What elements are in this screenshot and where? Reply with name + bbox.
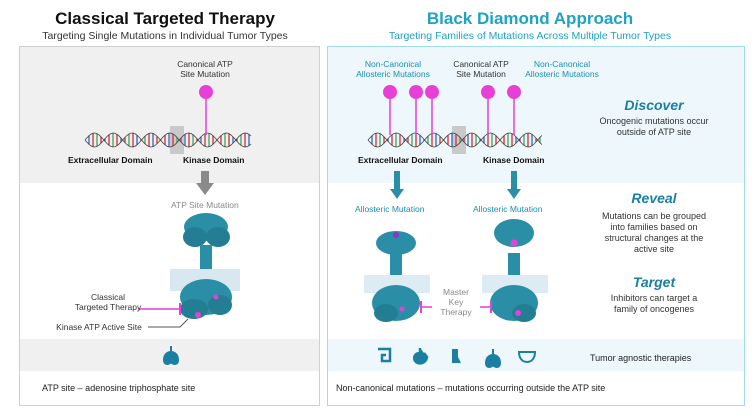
- protein-structure: [482, 219, 548, 322]
- organ-band: [328, 339, 744, 371]
- atp-mutation-marker: [199, 85, 213, 99]
- mutation-marker: [409, 85, 423, 99]
- black-diamond-panel: Non-Canonical Allosteric Mutations Canon…: [327, 46, 745, 406]
- master-key-label: Master Key Therapy: [432, 287, 480, 317]
- protein-structure: [170, 213, 240, 319]
- step-heading: Discover: [624, 97, 684, 113]
- kinase-domain-label: Kinase Domain: [483, 155, 545, 165]
- right-footnote: Non-canonical mutations – mutations occu…: [336, 383, 606, 393]
- arrow-down-icon: [507, 189, 521, 199]
- dna-strand-right: [367, 126, 543, 154]
- canonical-atp-label: Canonical ATP Site Mutation: [453, 59, 509, 79]
- dna-strand-left: [84, 126, 252, 154]
- tumor-agnostic-label: Tumor agnostic therapies: [590, 353, 692, 363]
- left-footnote: ATP site – adenosine triphosphate site: [42, 383, 196, 393]
- step-heading: Target: [632, 274, 676, 290]
- extracellular-domain-label: Extracellular Domain: [358, 155, 443, 165]
- step-text: Oncogenic mutations occur outside of ATP…: [599, 116, 709, 137]
- stomach-icon: [412, 348, 429, 365]
- classical-therapy-label: Classical Targeted Therapy: [74, 292, 142, 312]
- allosteric-mutation-label: Allosteric Mutation: [355, 204, 425, 214]
- extracellular-domain-label: Extracellular Domain: [68, 155, 153, 165]
- right-diagram: [364, 85, 548, 368]
- step-text: Mutations can be grouped into families b…: [601, 211, 707, 254]
- kinase-active-site-label: Kinase ATP Active Site: [56, 322, 142, 332]
- left-diagram: [84, 85, 252, 365]
- bladder-icon: [517, 351, 537, 364]
- left-subtitle: Targeting Single Mutations in Individual…: [42, 30, 288, 42]
- noncanonical-label-left: Non-Canonical Allosteric Mutations: [356, 59, 430, 79]
- right-title: Black Diamond Approach: [426, 9, 634, 28]
- dna-band: [328, 47, 744, 183]
- lungs-icon: [162, 346, 180, 365]
- mutation-marker: [507, 85, 521, 99]
- arrow-down-icon: [196, 183, 214, 195]
- kinase-domain-label: Kinase Domain: [183, 155, 245, 165]
- left-title: Classical Targeted Therapy: [55, 9, 275, 28]
- dna-band: [20, 47, 319, 183]
- mutation-marker: [383, 85, 397, 99]
- atp-site-mutation-label: ATP Site Mutation: [171, 200, 239, 210]
- classical-therapy-panel: Canonical ATP Site Mutation Extracellula…: [19, 46, 320, 406]
- step-text: Inhibitors can target a family of oncoge…: [610, 293, 698, 314]
- lungs-icon: [484, 349, 502, 368]
- canonical-atp-label: Canonical ATP Site Mutation: [177, 59, 233, 79]
- pancreas-icon: [452, 349, 461, 363]
- colon-icon: [378, 347, 392, 363]
- protein-structure: [364, 231, 430, 322]
- noncanonical-label-right: Non-Canonical Allosteric Mutations: [525, 59, 599, 79]
- right-subtitle: Targeting Families of Mutations Across M…: [388, 30, 672, 42]
- mutation-marker: [481, 85, 495, 99]
- mutation-marker: [425, 85, 439, 99]
- step-heading: Reveal: [631, 190, 677, 206]
- arrow-down-icon: [390, 189, 404, 199]
- allosteric-mutation-label: Allosteric Mutation: [473, 204, 543, 214]
